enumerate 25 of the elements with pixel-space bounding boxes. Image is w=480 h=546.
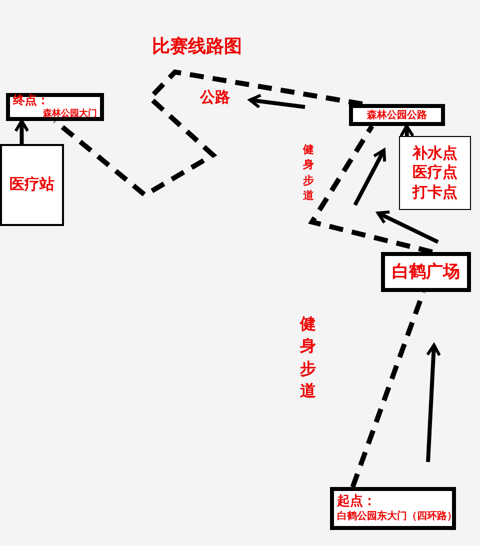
path-label: 健身步道 [303, 142, 314, 204]
node-text: 起点： [337, 494, 376, 510]
start-box [330, 487, 456, 530]
node-text: 打卡点 [412, 182, 458, 202]
node-text: 医疗点 [412, 163, 458, 183]
route-line [53, 69, 363, 198]
plaza-box [381, 252, 471, 292]
node-text: 补水点 [412, 144, 458, 164]
road-label: 公路 [200, 88, 230, 107]
arrow [14, 120, 30, 144]
node-text: 森林公园公路 [367, 108, 427, 122]
road-box [349, 104, 445, 126]
node-text: 森林公园大门 [43, 108, 97, 121]
route-line [308, 124, 433, 254]
node-text: 医疗站 [10, 175, 54, 195]
route-line [350, 291, 426, 488]
path-label: 健身步道 [300, 313, 316, 402]
node-text: 白鹤广场 [392, 260, 460, 284]
finish-box [6, 93, 104, 121]
node-text: 白鹤公园东大门（四环路） [337, 510, 457, 524]
station-box [399, 136, 471, 210]
medical-station-box [0, 144, 64, 226]
arrow [399, 124, 414, 138]
title: 比赛线路图 [152, 35, 242, 58]
node-text: 终点： [13, 93, 49, 108]
